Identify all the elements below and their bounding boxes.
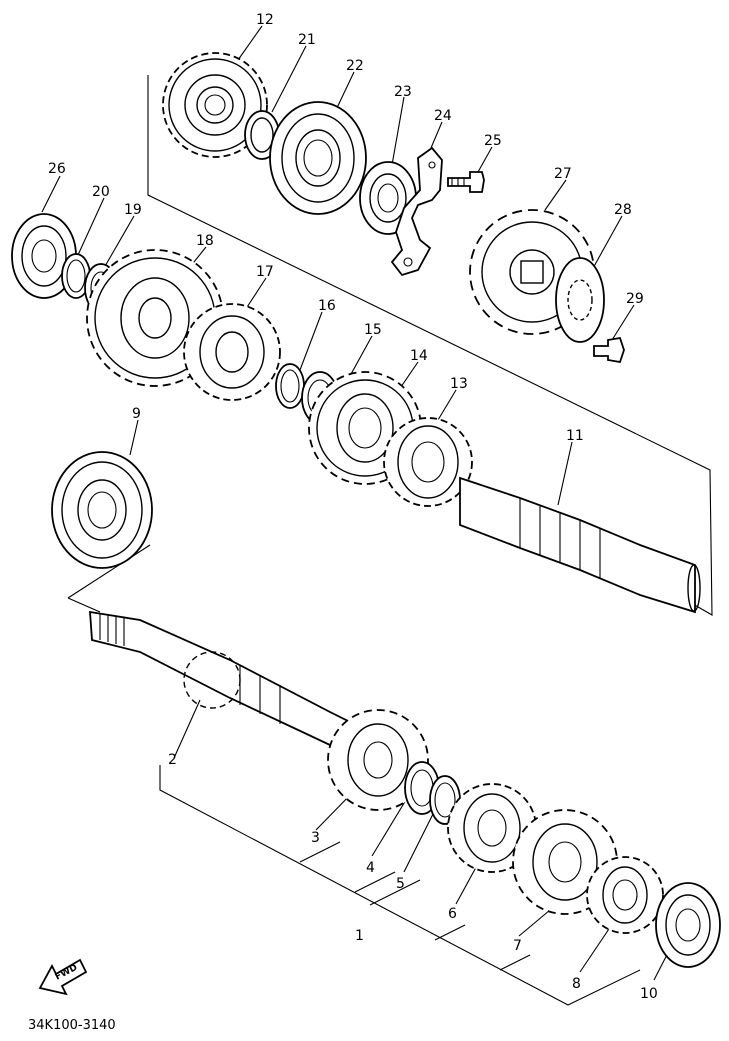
callout-29: 29 — [626, 291, 644, 307]
part-25-bolt — [447, 171, 485, 193]
callout-15: 15 — [364, 322, 382, 338]
callout-28: 28 — [614, 202, 632, 218]
callout-10: 10 — [640, 986, 658, 1002]
part-3-gear — [327, 709, 429, 811]
part-12-gear — [162, 52, 268, 158]
callout-22: 22 — [346, 58, 364, 74]
callout-4: 4 — [366, 860, 375, 876]
callout-13: 13 — [450, 376, 468, 392]
part-22-bearing — [269, 101, 367, 215]
callout-3: 3 — [311, 830, 320, 846]
fwd-arrow-icon: FWD — [38, 958, 88, 996]
callout-numbers: 12 21 22 23 24 25 26 20 19 18 17 16 15 1… — [48, 12, 658, 1002]
callout-17: 17 — [256, 264, 274, 280]
part-29-bolt — [593, 336, 625, 364]
callout-27: 27 — [554, 166, 572, 182]
bracket-lines — [67, 75, 713, 1006]
callout-1: 1 — [355, 928, 364, 944]
callout-6: 6 — [448, 906, 457, 922]
callout-14: 14 — [410, 348, 428, 364]
figure-code: 34K100-3140 — [28, 1018, 116, 1033]
callout-18: 18 — [196, 233, 214, 249]
callout-2: 2 — [168, 752, 177, 768]
callout-24: 24 — [434, 108, 452, 124]
callout-7: 7 — [513, 938, 522, 954]
callout-9: 9 — [132, 406, 141, 422]
part-9-bearing — [51, 451, 153, 569]
callout-12: 12 — [256, 12, 274, 28]
part-11-main-axle — [459, 476, 701, 614]
callout-19: 19 — [124, 202, 142, 218]
part-24-lock-plate — [390, 146, 443, 277]
callout-21: 21 — [298, 32, 316, 48]
part-16-circlip — [275, 363, 305, 409]
part-10-bearing — [655, 882, 721, 968]
callout-25: 25 — [484, 133, 502, 149]
callout-5: 5 — [396, 876, 405, 892]
callout-23: 23 — [394, 84, 412, 100]
part-13-gear — [383, 417, 473, 507]
part-17-gear — [183, 303, 281, 401]
callout-16: 16 — [318, 298, 336, 314]
part-2-drive-axle — [89, 610, 351, 754]
callout-26: 26 — [48, 161, 66, 177]
callout-20: 20 — [92, 184, 110, 200]
part-28-lock-washer — [555, 257, 605, 343]
callout-11: 11 — [566, 428, 584, 444]
callout-8: 8 — [572, 976, 581, 992]
part-8-gear — [586, 856, 664, 934]
